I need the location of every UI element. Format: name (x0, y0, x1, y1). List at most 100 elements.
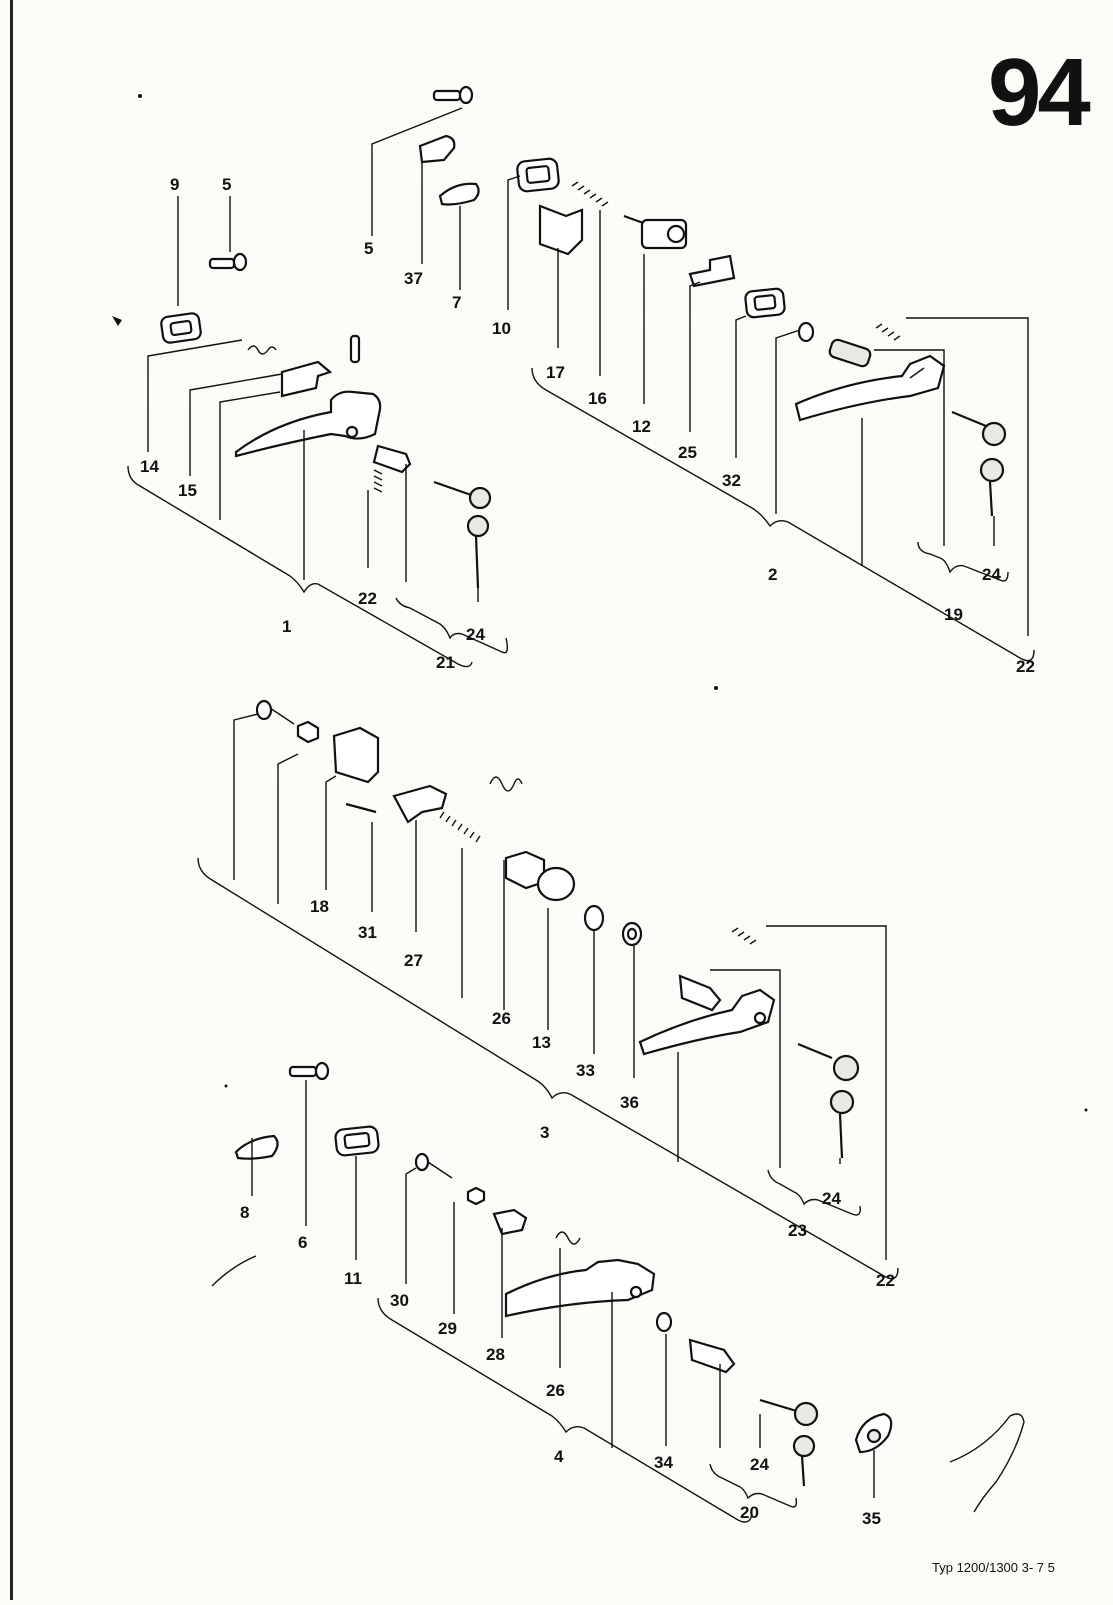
footer-type-date: Typ 1200/1300 3- 7 5 (932, 1560, 1055, 1575)
label-31: 31 (358, 923, 377, 942)
label-35: 35 (862, 1509, 881, 1528)
label-17: 17 (546, 363, 565, 382)
part-gasket (744, 287, 786, 319)
part-keys (759, 1398, 819, 1487)
part-door-handle (234, 390, 382, 458)
part-spring (247, 345, 277, 355)
part-washer-hole (626, 927, 638, 941)
part-push-button (623, 214, 688, 250)
part-washer (655, 1311, 673, 1333)
part-lock-cylinder (678, 974, 722, 1012)
print-specks (112, 94, 1088, 1112)
part-escutcheon (438, 182, 480, 206)
label-30: 30 (390, 1291, 409, 1310)
label-8: 8 (240, 1203, 249, 1222)
label-11: 11 (344, 1269, 362, 1288)
part-nut (296, 720, 320, 744)
label-14: 14 (140, 457, 159, 476)
label-26: 26 (492, 1009, 511, 1028)
part-latch (688, 254, 736, 288)
label-29: 29 (438, 1319, 457, 1338)
label-37: 37 (404, 269, 423, 288)
label-15: 15 (178, 481, 197, 500)
part-screw (288, 1061, 330, 1081)
part-pin (349, 334, 361, 364)
label-5b: 5 (364, 239, 373, 258)
part-nut (466, 1186, 486, 1206)
part-lock-bracket (332, 726, 380, 784)
label-21: 21 (436, 653, 455, 672)
label-22b: 22 (1016, 657, 1035, 676)
part-emblem-cover (854, 1412, 893, 1454)
label-28: 28 (486, 1345, 505, 1364)
label-13: 13 (532, 1033, 551, 1052)
label-7: 7 (452, 293, 461, 312)
part-lock-bracket (538, 204, 584, 256)
label-20: 20 (740, 1503, 759, 1522)
part-door-handle (638, 988, 776, 1056)
label-33: 33 (576, 1061, 595, 1080)
label-22c: 22 (876, 1271, 895, 1290)
label-9: 9 (170, 175, 179, 194)
part-screw (255, 699, 295, 725)
part-gasket (516, 157, 560, 193)
label-32: 32 (722, 471, 741, 490)
label-36: 36 (620, 1093, 639, 1112)
part-spring (731, 927, 757, 945)
label-24: 24 (466, 625, 485, 644)
part-plate (418, 134, 456, 164)
group-4-handle-assembly: 8 6 11 30 29 28 26 4 34 24 20 35 (211, 1061, 1025, 1528)
part-clip (280, 360, 333, 398)
label-25: 25 (678, 443, 697, 462)
group-1-handle-assembly: 9 5 14 15 22 24 1 21 (127, 175, 509, 672)
group-2-handle-assembly: 5 37 7 10 17 16 12 25 32 2 24 19 22 (364, 85, 1035, 676)
part-lock-cylinder (828, 338, 872, 368)
part-spring-long (439, 811, 481, 843)
label-1: 1 (282, 617, 291, 636)
part-door-handle (794, 354, 946, 422)
label-10: 10 (492, 319, 511, 338)
label-12: 12 (632, 417, 651, 436)
part-spring (571, 181, 609, 207)
part-push-button (504, 850, 576, 902)
label-27: 27 (404, 951, 423, 970)
label-24d: 24 (750, 1455, 769, 1474)
part-gasket (334, 1125, 380, 1157)
part-gasket (160, 312, 202, 344)
label-2: 2 (768, 565, 777, 584)
part-spring (875, 323, 901, 341)
part-coil-spring (555, 1231, 581, 1245)
part-keys (951, 410, 1007, 517)
label-34: 34 (654, 1453, 673, 1472)
label-5: 5 (222, 175, 231, 194)
page-number: 94 (988, 39, 1091, 146)
label-24c: 24 (822, 1189, 841, 1208)
binder-edge (10, 0, 13, 1600)
part-keys (433, 480, 492, 589)
part-keys (797, 1042, 860, 1159)
part-washer (797, 321, 815, 343)
part-lock-cam (492, 1208, 528, 1236)
part-escutcheon (234, 1134, 279, 1160)
part-lock-cylinder (688, 1338, 736, 1374)
part-screw (414, 1152, 453, 1179)
label-24b: 24 (982, 565, 1001, 584)
group-3-handle-assembly: 18 31 27 26 13 33 36 3 24 23 22 (197, 699, 899, 1290)
label-3: 3 (540, 1123, 549, 1142)
label-16: 16 (588, 389, 607, 408)
part-screw (208, 252, 248, 272)
label-22: 22 (358, 589, 377, 608)
part-lever (392, 784, 448, 824)
part-door-handle (504, 1258, 656, 1318)
label-18: 18 (310, 897, 329, 916)
part-pin (345, 802, 377, 814)
label-6: 6 (298, 1233, 307, 1252)
label-23: 23 (788, 1221, 807, 1240)
part-spring-small (373, 469, 383, 493)
part-screw-top (432, 85, 474, 105)
part-coil-spring (489, 776, 523, 792)
label-19: 19 (944, 605, 963, 624)
label-26b: 26 (546, 1381, 565, 1400)
